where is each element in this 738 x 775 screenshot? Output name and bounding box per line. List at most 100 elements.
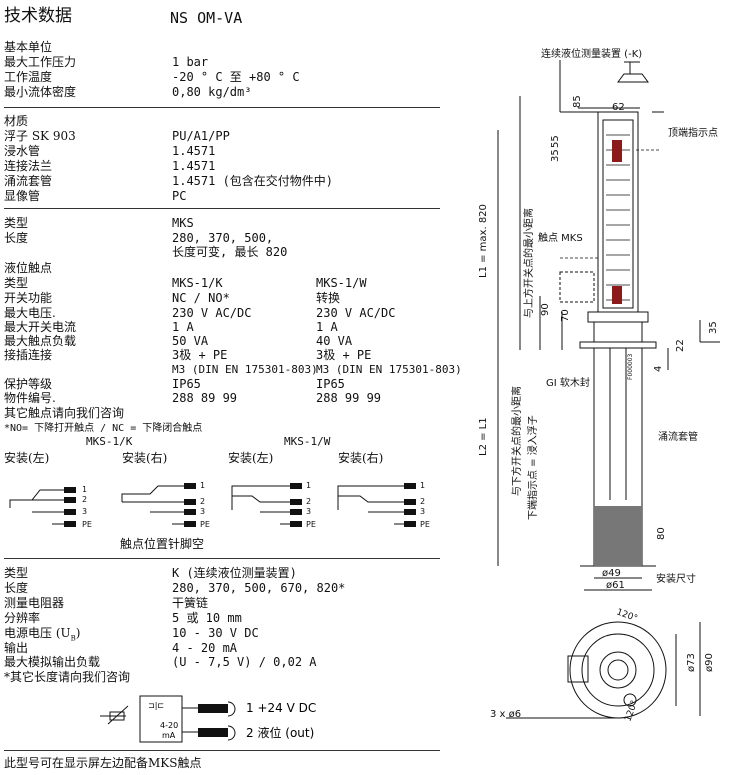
block-current: 4-20: [160, 721, 178, 730]
contact-k-value: IP65: [172, 377, 201, 391]
wiring-left-label: 安装(左): [228, 451, 274, 465]
contact-w-value: IP65: [316, 377, 345, 391]
contact-row-label: 物件编号.: [4, 391, 56, 405]
dim-35a: 35: [550, 149, 561, 162]
dim-holes: 3 x ø6: [490, 709, 521, 720]
label-mks: 触点 MKS: [538, 231, 583, 244]
pin-label: 1: [82, 485, 87, 494]
lower-marker: [612, 286, 622, 304]
other-contacts: 其它触点请向我们咨询: [4, 406, 125, 420]
block-unit: mA: [162, 731, 176, 740]
dim-120b: 120°: [623, 699, 640, 723]
dim-90: 90: [540, 303, 551, 316]
k-row-value: 干簧链: [172, 596, 209, 610]
k-row-value: 4 - 20 mA: [172, 641, 238, 655]
wiring-diagrams: 1 2 3 PE 1 2 3 PE 1 2 3 PE 1 2 3 PE: [9, 481, 430, 529]
k-row-value: (U - 7,5 V) / 0,02 A: [172, 655, 317, 669]
pin-label: 2: [306, 497, 311, 506]
pin-label: 1: [200, 481, 205, 490]
dim-62: 62: [612, 102, 625, 113]
pin-label: 3: [200, 507, 205, 516]
label-lower: 与下方开关点的最小距离: [510, 386, 523, 496]
contact-k-value: 3极 + PE: [172, 348, 228, 362]
dim-22: 22: [675, 339, 686, 352]
density-label: 最小流体密度: [4, 85, 77, 99]
contact-k-value: 288 89 99: [172, 391, 238, 405]
contact-w-value: 转换: [316, 291, 341, 305]
wiring-left-label: 安装(左): [4, 451, 50, 465]
wiring-caption: 触点位置针脚空: [120, 537, 205, 551]
block-symbol: ⊐|⊏: [148, 701, 164, 710]
pin-label: 2: [420, 497, 425, 506]
contact-k-value: 50 VA: [172, 334, 209, 348]
contact-w-value: 288 99 99: [316, 391, 382, 405]
contact-k-value: MKS-1/K: [172, 276, 223, 290]
wiring-w-title: MKS-1/W: [284, 435, 331, 448]
pin-label: 3: [306, 507, 311, 516]
model-name: NS OM-VA: [170, 9, 243, 27]
sleeve-bottom: [594, 506, 642, 566]
pressure-label: 最大工作压力: [4, 55, 77, 69]
dim-90b: ø90: [704, 653, 715, 672]
contact-title: 液位触点: [4, 261, 53, 275]
pin-label: PE: [306, 520, 316, 529]
label-k: 连续液位测量装置 (-K): [541, 47, 642, 60]
tube-value: 1.4571: [172, 144, 216, 158]
footer-note: 此型号可在显示屏左边配备MKS触点: [4, 756, 202, 770]
k-row-value: 10 - 30 V DC: [172, 626, 259, 640]
contact-row-label: 最大开关电流: [4, 320, 77, 334]
k-row-label: 类型: [4, 566, 29, 580]
label-top: 顶端指示点: [668, 126, 718, 139]
label-install: 安装尺寸: [656, 572, 696, 585]
wiring-right-label: 安装(右): [122, 451, 168, 465]
display-value: PC: [172, 189, 187, 203]
k-row-label: 最大模拟输出负载: [4, 655, 101, 669]
material-label: 材质: [4, 114, 29, 128]
contact-row-label: 最大电压.: [4, 306, 56, 320]
dim-70: 70: [560, 309, 571, 322]
supply-sub: B: [70, 634, 76, 643]
pin1-label: 1 +24 V DC: [246, 701, 316, 715]
upper-marker: [612, 140, 622, 162]
mks-length-value-2: 长度可变, 最长 820: [172, 245, 288, 259]
temp-value: -20 ° C 至 +80 ° C: [172, 70, 300, 84]
contact-w-value: 230 V AC/DC: [316, 306, 396, 320]
pin-label: 2: [200, 497, 205, 506]
supply-paren: ): [75, 626, 81, 640]
contact-row-label: 开关功能: [4, 291, 53, 305]
page-title: 技术数据: [4, 6, 72, 26]
contact-k-value: NC / NO*: [172, 291, 230, 305]
divider: [4, 208, 440, 209]
contact-w-value: 1 A: [316, 320, 338, 334]
display-label: 显像管: [4, 189, 41, 203]
k-row-label: 分辨率: [4, 611, 41, 625]
part-number: F000003: [627, 353, 634, 380]
sleeve-label: 涌流套管: [4, 174, 53, 188]
mks-length-label: 长度: [4, 231, 29, 245]
k-row-value: 5 或 10 mm: [172, 611, 242, 625]
dim-61: ø61: [606, 580, 625, 591]
label-upper: 与上方开关点的最小距离: [522, 208, 535, 318]
contact-row-label: 接插连接: [4, 348, 53, 362]
contact-k-value: 230 V AC/DC: [172, 306, 252, 320]
contact-row-label: 保护等级: [4, 377, 53, 391]
technical-drawing: 连续液位测量装置 (-K) 顶端指示点 触点 MKS GI 软木封 涌流套管 安…: [478, 47, 720, 723]
supply-label: 电源电压 (U: [4, 626, 71, 640]
density-value: 0,80 kg/dm³: [172, 85, 252, 99]
divider: [4, 558, 440, 559]
contact-w-value: M3 (DIN EN 175301-803): [316, 363, 462, 376]
pin-label: 1: [306, 481, 311, 490]
dim-80: 80: [656, 527, 667, 540]
pin-label: PE: [420, 520, 430, 529]
k-row-value: K (连续液位测量装置): [172, 566, 297, 580]
float-value: PU/A1/PP: [172, 129, 230, 143]
dim-49: ø49: [602, 568, 621, 579]
contact-row-label: 最大触点负载: [4, 334, 77, 348]
dim-35b: 35: [708, 321, 719, 334]
pin2-label: 2 液位 (out): [246, 725, 314, 740]
flange-label: 连接法兰: [4, 159, 53, 173]
k-row-value: 280, 370, 500, 670, 820*: [172, 581, 346, 595]
contact-k-value: 1 A: [172, 320, 194, 334]
contact-w-value: 40 VA: [316, 334, 353, 348]
dim-4: 4: [653, 366, 664, 372]
